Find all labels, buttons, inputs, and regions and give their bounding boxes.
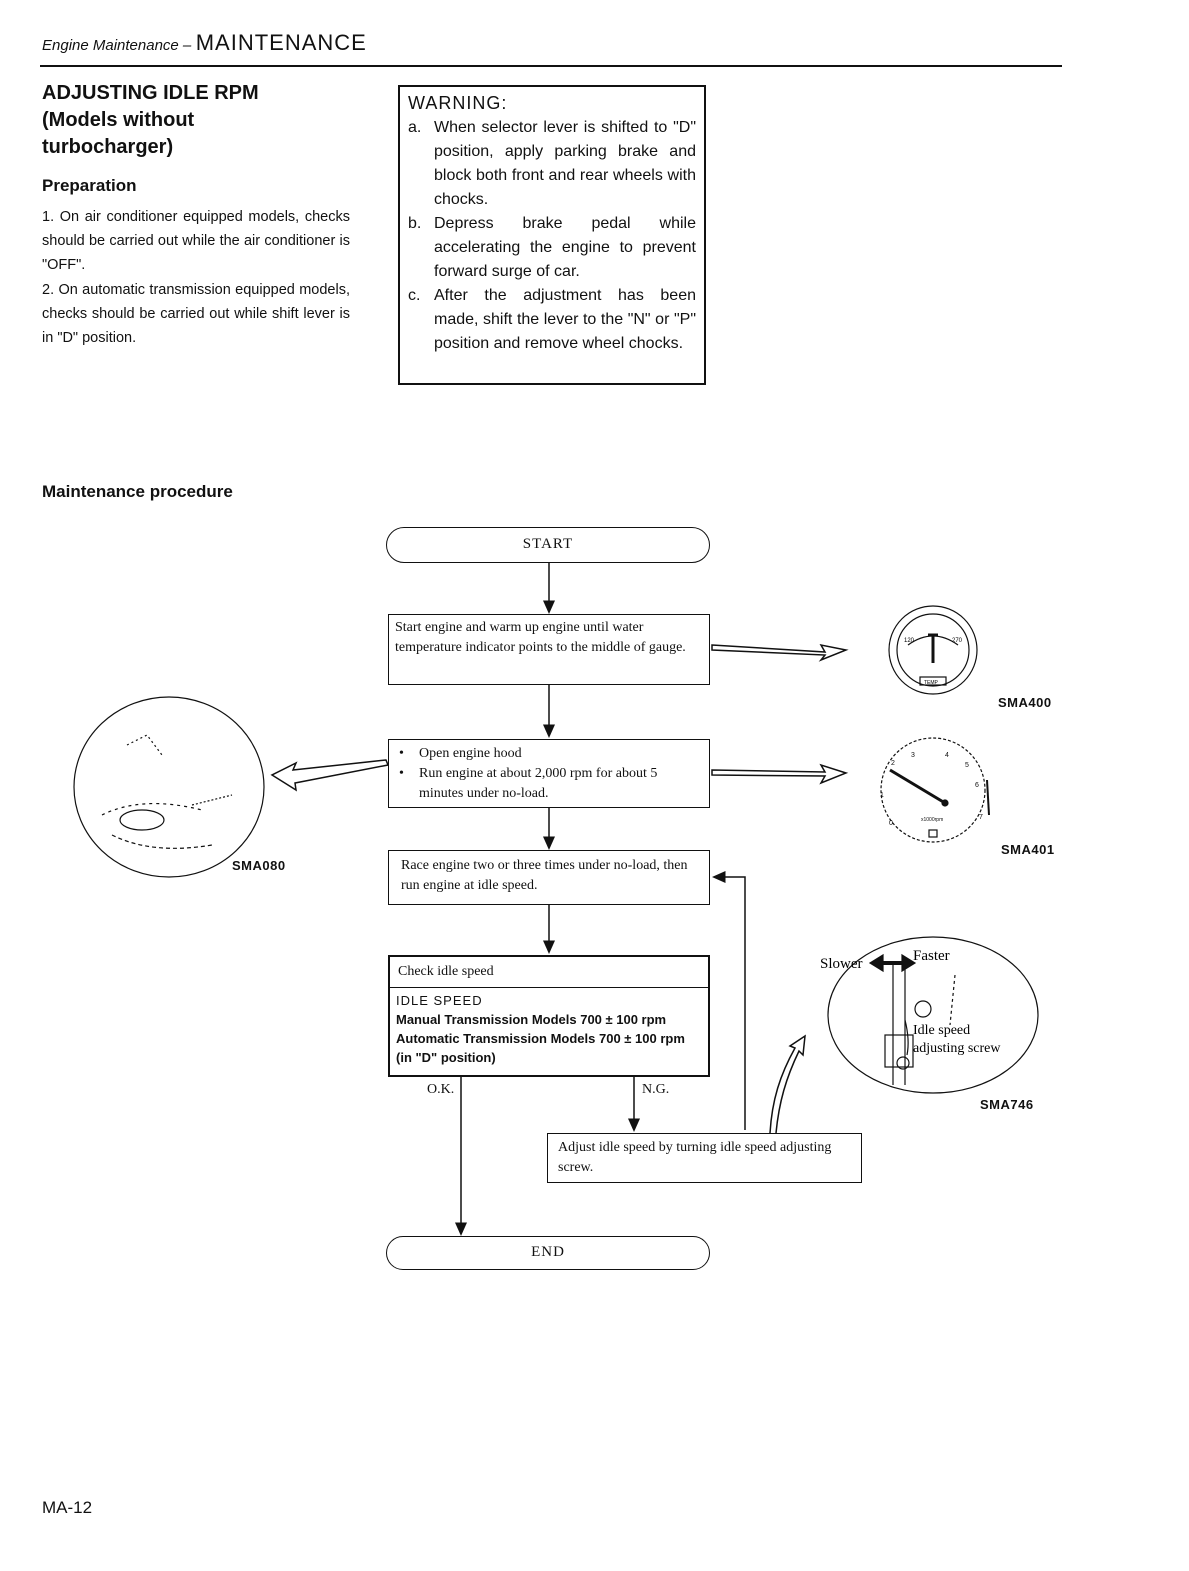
idle-screw-figure: Slower Faster Idle speed adjusting screw [820,936,1039,1094]
flow-ok-label: O.K. [427,1082,455,1097]
page-title: ADJUSTING IDLE RPM (Models without turbo… [42,80,342,161]
flow-adjust-idle-speed-text: Adjust idle speed by turning idle speed … [558,1140,832,1175]
flow-step-bullet-1: • Open engine hood [399,744,703,764]
flow-check-idle-speed: Check idle speed IDLE SPEED Manual Trans… [388,955,710,1077]
tach-tick-0: 0 [889,820,893,827]
flow-step-open-hood-text: Open engine hood [419,746,522,761]
idle-speed-spec-title: IDLE SPEED [396,993,483,1008]
procedure-heading: Maintenance procedure [42,482,233,501]
flow-step-warm-up-text: Start engine and warm up engine until wa… [395,620,686,655]
bullet-icon: • [399,746,404,761]
flow-start-label: START [522,536,574,552]
gauge-temp-left-label: 120 [904,638,915,644]
title-line-3: turbocharger) [42,136,174,158]
flow-end: END [386,1236,710,1270]
warning-item-text: Depress brake pedal while accelerating t… [434,215,696,280]
warning-item-label: b. [408,215,422,232]
idle-speed-spec-manual: Manual Transmission Models 700 ± 100 rpm [396,1012,667,1027]
flow-step-bullet-2: • Run engine at about 2,000 rpm for abou… [399,764,703,804]
tachometer-figure: 0 1 2 3 4 5 6 7 x1000rpm [880,737,990,843]
tach-tick-3: 3 [911,752,915,759]
flow-end-label: END [531,1244,565,1260]
preparation-item-1: 1. On air conditioner equipped models, c… [42,209,350,273]
title-line-2: (Models without [42,109,195,131]
screw-faster-label: Faster [913,948,950,964]
page-number: MA-12 [42,1498,93,1517]
check-idle-speed-title: Check idle speed [390,957,708,988]
tach-tick-7: 7 [979,814,983,821]
flow-start: START [386,527,710,563]
header-section: Engine Maintenance – [42,37,192,54]
warning-item-a: a. When selector lever is shifted to "D"… [408,116,704,212]
warning-title: WARNING: [408,93,508,113]
bullet-icon: • [399,766,404,781]
warning-item-c: c. After the adjustment has been made, s… [408,284,704,356]
warning-item-label: c. [408,287,421,304]
flow-step-open-hood: • Open engine hood • Run engine at about… [388,739,710,808]
tach-tick-2: 2 [891,760,895,767]
flow-ng-label: N.G. [642,1082,670,1097]
gauge-temp-right-label: 270 [952,638,963,644]
flow-step-race-engine-text: Race engine two or three times under no-… [401,858,688,893]
figure-code-sma746: SMA746 [980,1097,1034,1112]
flow-step-run-engine-text: Run engine at about 2,000 rpm for about … [419,766,658,801]
engine-hood-figure [73,696,265,878]
header-chapter: MAINTENANCE [195,30,367,55]
screw-label-line2: adjusting screw [913,1041,1001,1056]
warning-item-b: b. Depress brake pedal while acceleratin… [408,212,704,284]
flow-step-race-engine: Race engine two or three times under no-… [388,850,710,905]
screw-label-line1: Idle speed [913,1023,970,1038]
header-rule [40,65,1062,67]
idle-speed-spec-auto: Automatic Transmission Models 700 ± 100 … [396,1031,685,1065]
tach-unit: x1000rpm [921,817,943,823]
screw-slower-label: Slower [820,956,863,972]
flow-step-warm-up: Start engine and warm up engine until wa… [388,614,710,685]
page-header: Engine Maintenance – MAINTENANCE [42,30,367,56]
tach-tick-6: 6 [975,782,979,789]
warning-box: WARNING: a. When selector lever is shift… [398,85,706,385]
tach-tick-4: 4 [945,752,949,759]
figure-code-sma401: SMA401 [1001,842,1055,857]
warning-item-text: When selector lever is shifted to "D" po… [434,119,696,208]
gauge-temp-label: TEMP [924,680,939,686]
idle-speed-spec: IDLE SPEED Manual Transmission Models 70… [390,988,708,1070]
warning-item-text: After the adjustment has been made, shif… [434,287,696,352]
figure-code-sma080: SMA080 [232,858,286,873]
flow-adjust-idle-speed: Adjust idle speed by turning idle speed … [547,1133,862,1183]
title-line-1: ADJUSTING IDLE RPM [42,82,259,104]
figure-code-sma400: SMA400 [998,695,1052,710]
temperature-gauge-figure: 120 270 TEMP [888,605,978,695]
warning-item-label: a. [408,119,422,136]
preparation-item-2: 2. On automatic transmission equipped mo… [42,282,350,346]
preparation-heading: Preparation [42,176,137,195]
tach-tick-1: 1 [880,792,884,799]
tach-tick-5: 5 [965,762,969,769]
